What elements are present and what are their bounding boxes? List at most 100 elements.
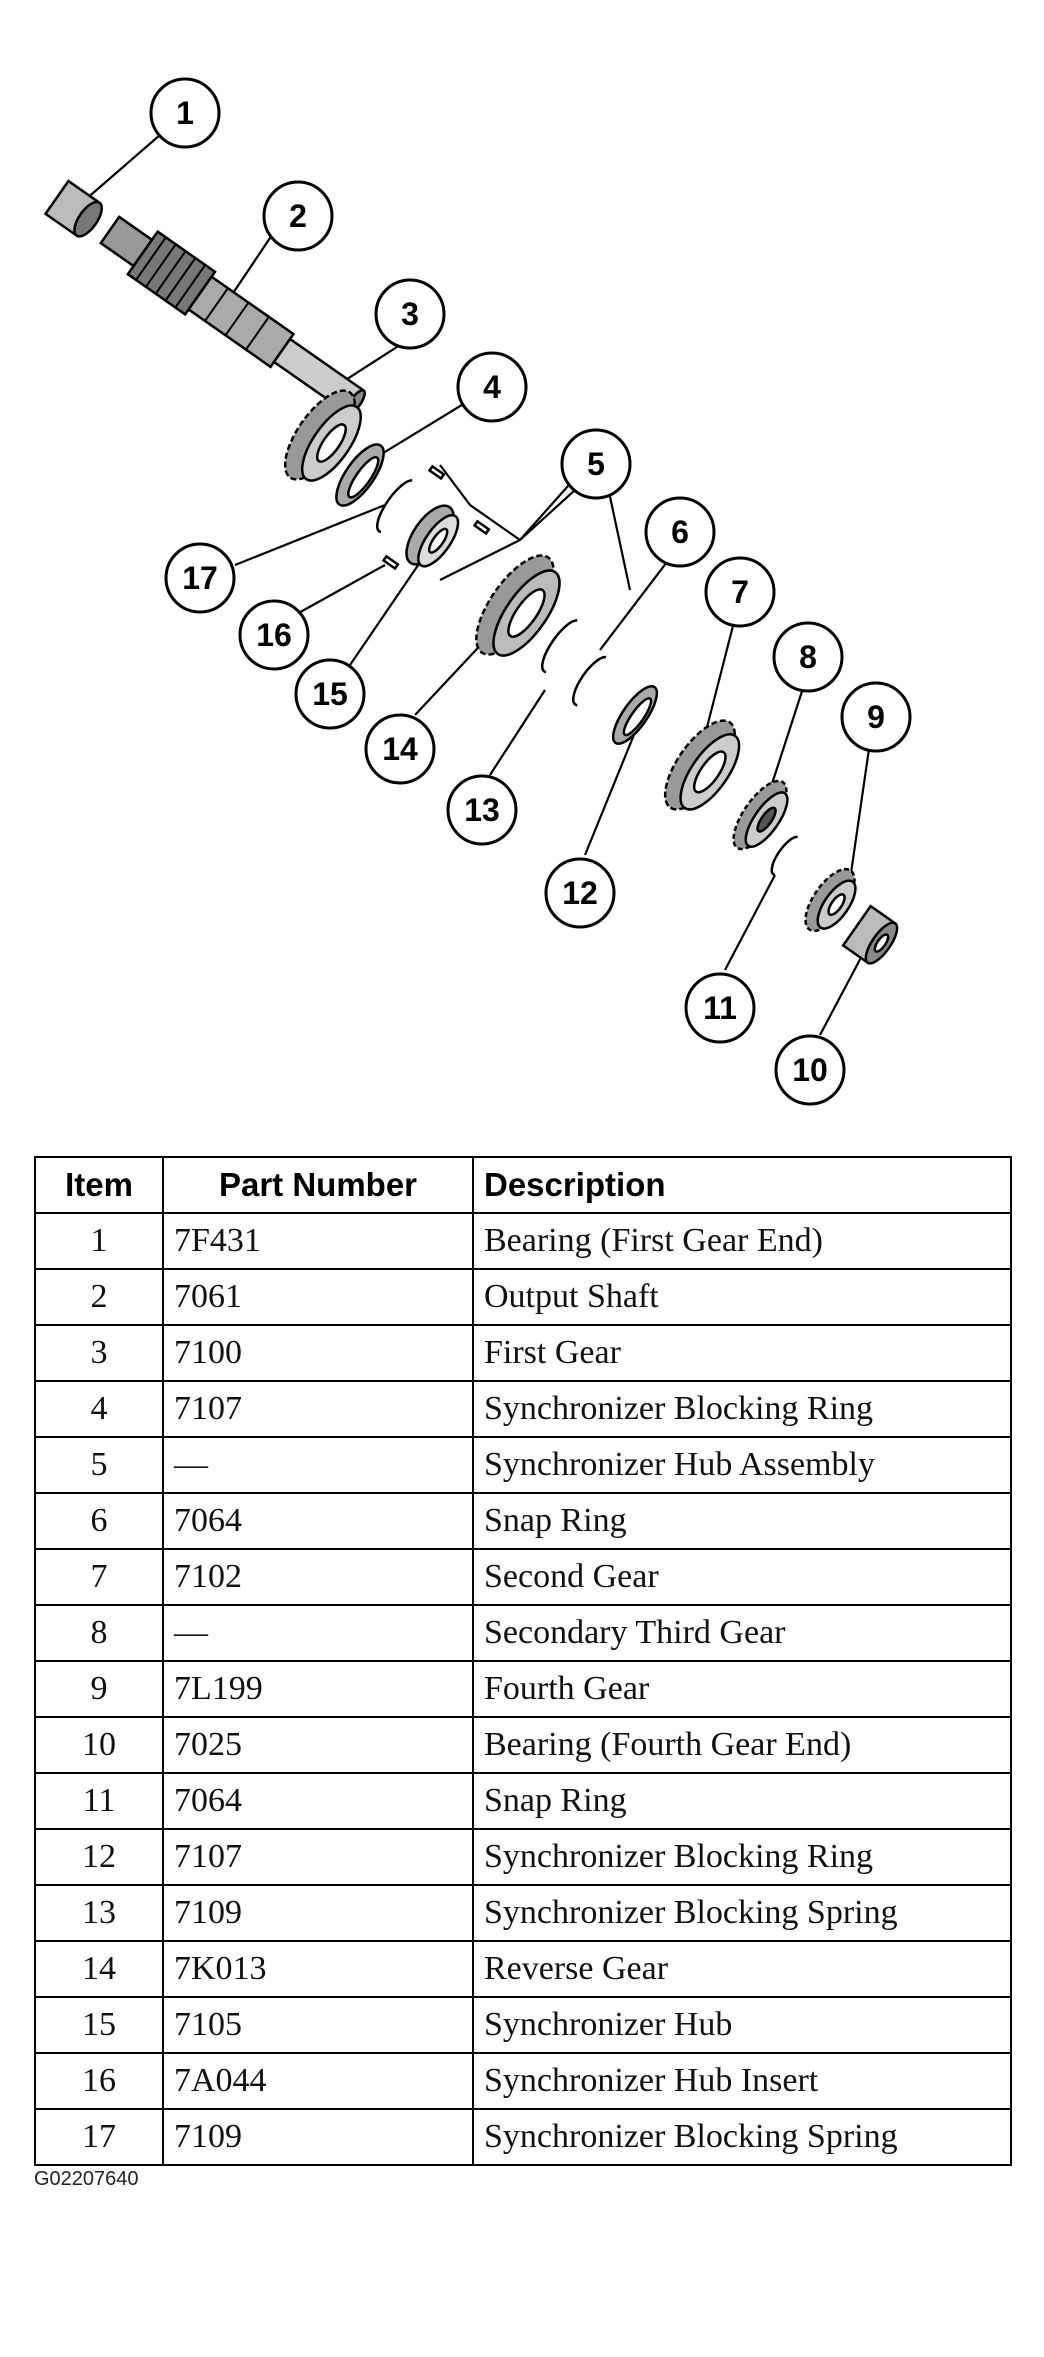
svg-text:17: 17 xyxy=(182,560,218,596)
part-13-spring xyxy=(540,619,578,674)
callout-9: 9 xyxy=(840,681,912,753)
part-14-reverse-gear xyxy=(475,554,561,657)
cell-description: Synchronizer Hub Insert xyxy=(472,2052,1012,2110)
part-7-second-gear xyxy=(663,719,741,811)
cell-description: Bearing (First Gear End) xyxy=(472,1212,1012,1270)
cell-item: 8 xyxy=(34,1604,164,1662)
cell-part-number: 7105 xyxy=(162,1996,474,2054)
leader-9 xyxy=(848,741,872,881)
cell-part-number: 7061 xyxy=(162,1268,474,1326)
callout-1: 1 xyxy=(149,77,221,149)
leader-10 xyxy=(819,949,866,1036)
leader-6 xyxy=(599,557,671,651)
callout-12: 12 xyxy=(544,857,616,929)
part-17-spring xyxy=(375,479,413,534)
cell-part-number: 7064 xyxy=(162,1772,474,1830)
cell-part-number: 7109 xyxy=(162,1884,474,1942)
callout-6: 6 xyxy=(644,496,716,568)
cell-part-number: — xyxy=(162,1604,474,1662)
cell-description: Snap Ring xyxy=(472,1492,1012,1550)
leader-15 xyxy=(349,554,426,666)
cell-description: Synchronizer Hub Assembly xyxy=(472,1436,1012,1494)
leader-11 xyxy=(724,874,776,971)
part-12-blocking-ring xyxy=(611,685,659,745)
cell-description: Synchronizer Blocking Ring xyxy=(472,1380,1012,1438)
cell-item: 6 xyxy=(34,1492,164,1550)
cell-item: 2 xyxy=(34,1268,164,1326)
leader-17 xyxy=(234,503,386,567)
cell-item: 10 xyxy=(34,1716,164,1774)
svg-text:9: 9 xyxy=(867,699,885,735)
leader-1 xyxy=(84,134,161,201)
cell-item: 3 xyxy=(34,1324,164,1382)
cell-part-number: 7100 xyxy=(162,1324,474,1382)
part-6-snap-ring xyxy=(572,655,607,707)
svg-text:3: 3 xyxy=(401,296,419,332)
header-description: Description xyxy=(472,1156,1012,1214)
cell-description: Synchronizer Blocking Spring xyxy=(472,1884,1012,1942)
cell-part-number: 7025 xyxy=(162,1716,474,1774)
cell-description: Fourth Gear xyxy=(472,1660,1012,1718)
cell-item: 12 xyxy=(34,1828,164,1886)
part-15-hub xyxy=(405,504,460,568)
leader-7 xyxy=(703,617,737,736)
cell-description: Secondary Third Gear xyxy=(472,1604,1012,1662)
callout-5: 5 xyxy=(560,428,632,500)
table-header-row: Item Part Number Description xyxy=(34,1156,1012,1214)
cell-item: 13 xyxy=(34,1884,164,1942)
leader-12 xyxy=(583,719,642,856)
cell-description: Synchronizer Hub xyxy=(472,1996,1012,2054)
callout-2: 2 xyxy=(262,180,334,252)
cell-item: 1 xyxy=(34,1212,164,1270)
cell-part-number: 7064 xyxy=(162,1492,474,1550)
callout-8: 8 xyxy=(772,621,844,693)
svg-text:8: 8 xyxy=(799,639,817,675)
cell-part-number: 7A044 xyxy=(162,2052,474,2110)
svg-text:1: 1 xyxy=(176,95,194,131)
svg-text:13: 13 xyxy=(464,792,500,828)
leader-13 xyxy=(489,689,546,776)
callouts: 1 2 3 4 5 6 7 8 9 10 11 12 13 14 15 16 1… xyxy=(149,77,912,1106)
leader-16 xyxy=(294,564,386,616)
leader-lines xyxy=(84,134,872,1036)
callout-3: 3 xyxy=(374,278,446,350)
part-11-snap-ring xyxy=(770,835,798,876)
cell-part-number: 7L199 xyxy=(162,1660,474,1718)
cell-part-number: 7F431 xyxy=(162,1212,474,1270)
cell-item: 7 xyxy=(34,1548,164,1606)
parts xyxy=(43,179,899,965)
cell-item: 16 xyxy=(34,2052,164,2110)
part-10-bearing xyxy=(841,904,899,965)
svg-text:11: 11 xyxy=(703,990,737,1026)
part-3-first-gear xyxy=(283,389,362,482)
callout-14: 14 xyxy=(364,713,436,785)
svg-text:4: 4 xyxy=(483,369,501,405)
leader-4 xyxy=(379,399,471,456)
table-row: 8—Secondary Third Gear xyxy=(34,1604,1012,1662)
cell-part-number: 7107 xyxy=(162,1828,474,1886)
svg-text:14: 14 xyxy=(382,731,418,767)
cell-description: Reverse Gear xyxy=(472,1940,1012,1998)
svg-text:6: 6 xyxy=(671,514,689,550)
cell-part-number: 7107 xyxy=(162,1380,474,1438)
callout-11: 11 xyxy=(684,972,756,1044)
cell-item: 4 xyxy=(34,1380,164,1438)
cell-item: 17 xyxy=(34,2108,164,2166)
cell-description: Second Gear xyxy=(472,1548,1012,1606)
leader-5 xyxy=(439,447,632,591)
cell-part-number: 7K013 xyxy=(162,1940,474,1998)
part-16-insert xyxy=(381,554,400,571)
exploded-view-diagram: 1 2 3 4 5 6 7 8 9 10 11 12 13 14 15 16 1… xyxy=(43,77,912,1106)
